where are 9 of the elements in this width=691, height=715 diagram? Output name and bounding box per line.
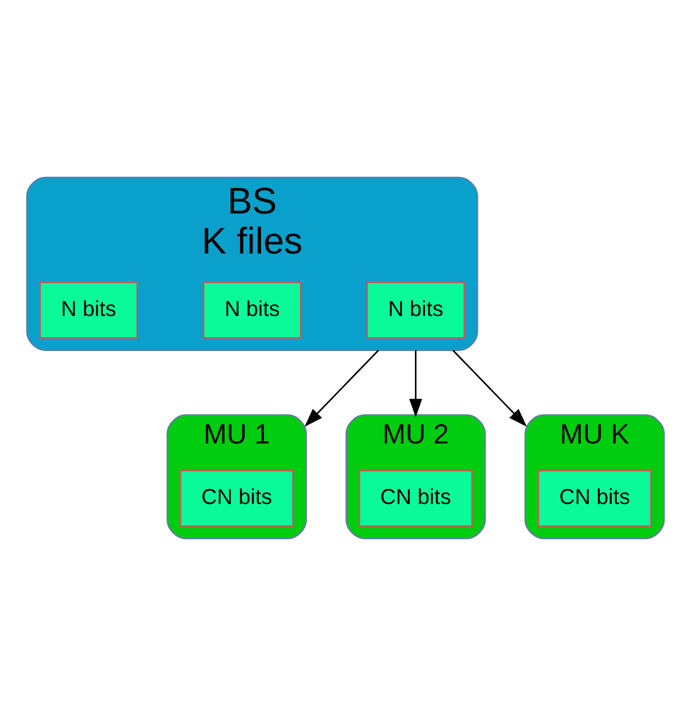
arrow: [452, 349, 527, 426]
arrow: [304, 349, 379, 426]
node-box: CN bits: [180, 469, 294, 526]
node-box: CN bits: [358, 469, 473, 526]
node-box: CN bits: [538, 469, 652, 526]
node-box: N bits: [39, 281, 138, 338]
arrow: [409, 350, 422, 417]
node-box: N bits: [202, 281, 302, 338]
node-box: N bits: [366, 281, 466, 338]
